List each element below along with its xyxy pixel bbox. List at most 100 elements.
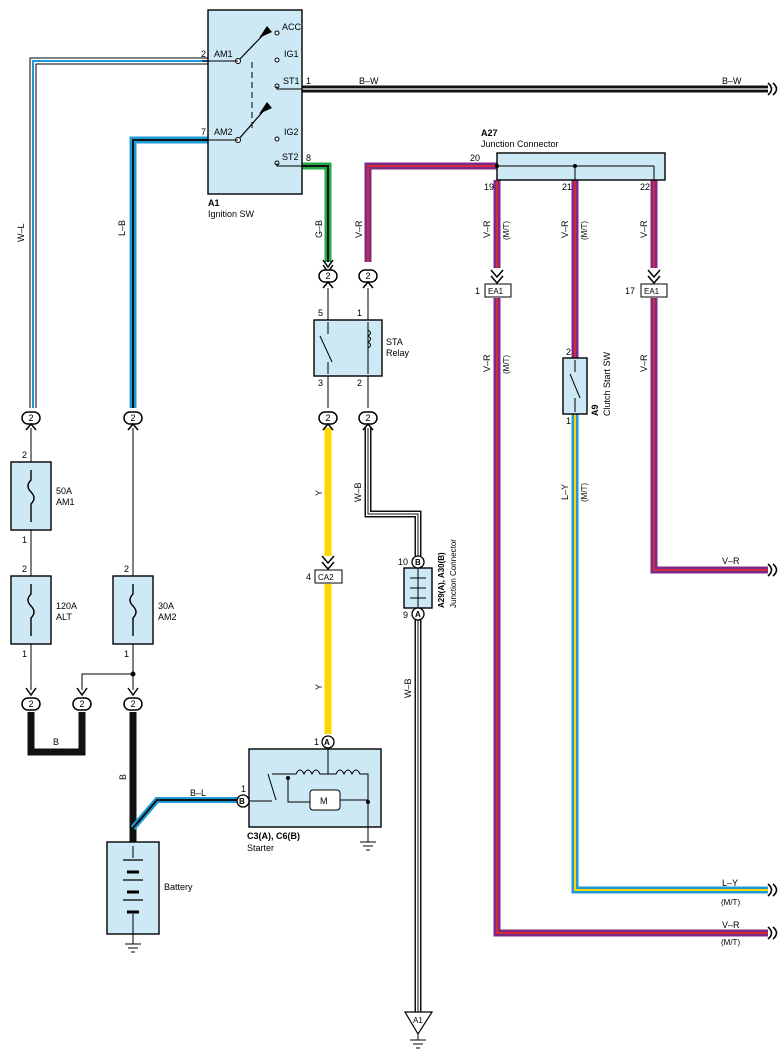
starter-id: C3(A), C6(B) xyxy=(247,831,300,841)
label-b-w-right: B–W xyxy=(722,76,742,86)
a27-pin-20: 20 xyxy=(470,153,480,163)
junction-connector-a29-a30[interactable] xyxy=(403,555,433,621)
label-l-y-out: L–Y xyxy=(722,878,738,888)
ig-sw-name: Ignition SW xyxy=(208,209,255,219)
relay-pin-3: 3 xyxy=(318,378,323,388)
ig-sw-pin-am1: 2 xyxy=(201,49,206,59)
a27-pin-22: 22 xyxy=(640,182,650,192)
circle-connector: 2 xyxy=(318,411,338,431)
circle-pin: 2 xyxy=(29,413,34,423)
wire-v-r-relay xyxy=(364,162,497,262)
circle-connector: 2 xyxy=(123,411,143,431)
a29-id: A29(A), A30(B) xyxy=(437,552,446,608)
circle-connectors[interactable]: 2 2 2 2 2 2 2 xyxy=(21,259,378,711)
thin-wires xyxy=(30,288,369,690)
ca2-pin: 4 xyxy=(306,572,311,582)
label-w-l: W–L xyxy=(16,223,26,242)
label-y-upper: Y xyxy=(314,490,324,496)
starter-letter-a: A xyxy=(324,738,330,747)
ig-sw-ig2-label: IG2 xyxy=(284,127,299,137)
fuse-am2-pin-top: 2 xyxy=(124,564,129,574)
circle-connector: 2 xyxy=(21,411,41,431)
fuse-am1-rating: 50A xyxy=(56,486,72,496)
relay-name-2: Relay xyxy=(386,348,410,358)
fuse-alt[interactable] xyxy=(10,575,52,645)
label-v-r-relay: V–R xyxy=(354,220,364,238)
label-g-b: G–B xyxy=(314,220,324,238)
ig-sw-acc-label: ACC xyxy=(282,22,302,32)
connector-ca2[interactable] xyxy=(314,555,343,584)
a27-pin-21: 21 xyxy=(562,182,572,192)
starter-pin-b: 1 xyxy=(241,784,246,794)
a27-id: A27 xyxy=(481,128,498,138)
label-mt-ly: (M/T) xyxy=(580,483,589,502)
starter[interactable] xyxy=(236,735,382,842)
label-mt-19-out: (M/T) xyxy=(721,938,740,947)
junction-connector-a27[interactable] xyxy=(495,152,666,181)
ea1-left-label: EA1 xyxy=(488,287,504,296)
label-mt-19b: (M/T) xyxy=(502,355,511,374)
fuse-alt-name: ALT xyxy=(56,612,72,622)
ea1-right-label: EA1 xyxy=(644,287,660,296)
circle-pin: 2 xyxy=(80,699,85,709)
ground-icon xyxy=(125,943,141,953)
a29-letter-a: A xyxy=(415,610,421,619)
wire-w-l xyxy=(29,57,208,408)
circle-pin: 2 xyxy=(366,413,371,423)
a29-pin-b: 10 xyxy=(398,557,408,567)
clutch-name: Clutch Start SW xyxy=(602,351,612,416)
label-v-r-19-out: V–R xyxy=(722,920,740,930)
ground-a1-label: A1 xyxy=(413,1016,423,1025)
relay-pin-5: 5 xyxy=(318,308,323,318)
clutch-id: A9 xyxy=(590,404,600,416)
ig-sw-am1-label: AM1 xyxy=(214,49,233,59)
ground-a1-icon xyxy=(403,1011,434,1049)
relay-pin-2: 2 xyxy=(357,378,362,388)
a27-pin-19: 19 xyxy=(484,182,494,192)
label-mt-19: (M/T) xyxy=(502,221,511,240)
fuse-am1[interactable] xyxy=(10,461,52,531)
connector-ea1-left[interactable] xyxy=(484,269,512,298)
ig-sw-st1-label: ST1 xyxy=(283,76,300,86)
fuse-am1-name: AM1 xyxy=(56,497,75,507)
label-b-battery: B xyxy=(118,774,128,780)
label-v-r-19: V–R xyxy=(482,220,492,238)
battery-label: Battery xyxy=(164,882,193,892)
label-l-b: L–B xyxy=(117,220,127,236)
a29-name: Junction Connector xyxy=(449,539,458,608)
fuse-am2-pin-bottom: 1 xyxy=(124,649,129,659)
wire-b-l xyxy=(130,797,238,830)
wire-v-r-22 xyxy=(650,180,768,574)
ignition-switch[interactable] xyxy=(202,9,303,195)
wire-g-b xyxy=(300,162,332,262)
starter-motor-label: M xyxy=(320,796,328,806)
ig-sw-ig1-label: IG1 xyxy=(284,49,299,59)
circle-pin: 2 xyxy=(29,699,34,709)
label-v-r-19b: V–R xyxy=(482,354,492,372)
label-b-loop: B xyxy=(53,737,59,747)
fuse-am2[interactable] xyxy=(112,575,154,645)
label-v-r-22-out: V–R xyxy=(722,556,740,566)
circle-connector: 2 xyxy=(358,411,378,431)
fuse-am1-pin-top: 2 xyxy=(22,450,27,460)
splice-dot xyxy=(130,671,136,677)
relay-name-1: STA xyxy=(386,337,403,347)
label-b-l: B–L xyxy=(190,788,206,798)
wire-l-b xyxy=(129,136,208,408)
ground-icon xyxy=(360,841,376,851)
clutch-start-switch[interactable] xyxy=(562,357,588,415)
wire-w-b xyxy=(364,428,422,1012)
ea1-right-pin: 17 xyxy=(625,286,635,296)
wire-l-y xyxy=(571,414,768,894)
fuse-alt-rating: 120A xyxy=(56,601,77,611)
connector-ea1-right[interactable] xyxy=(640,269,668,298)
ig-sw-am2-label: AM2 xyxy=(214,127,233,137)
sta-relay[interactable] xyxy=(313,319,383,377)
ea1-left-pin: 1 xyxy=(475,286,480,296)
ig-sw-pin-st1: 1 xyxy=(306,76,311,86)
fuse-am1-pin-bottom: 1 xyxy=(22,535,27,545)
a27-name: Junction Connector xyxy=(481,139,559,149)
battery[interactable] xyxy=(106,841,160,944)
